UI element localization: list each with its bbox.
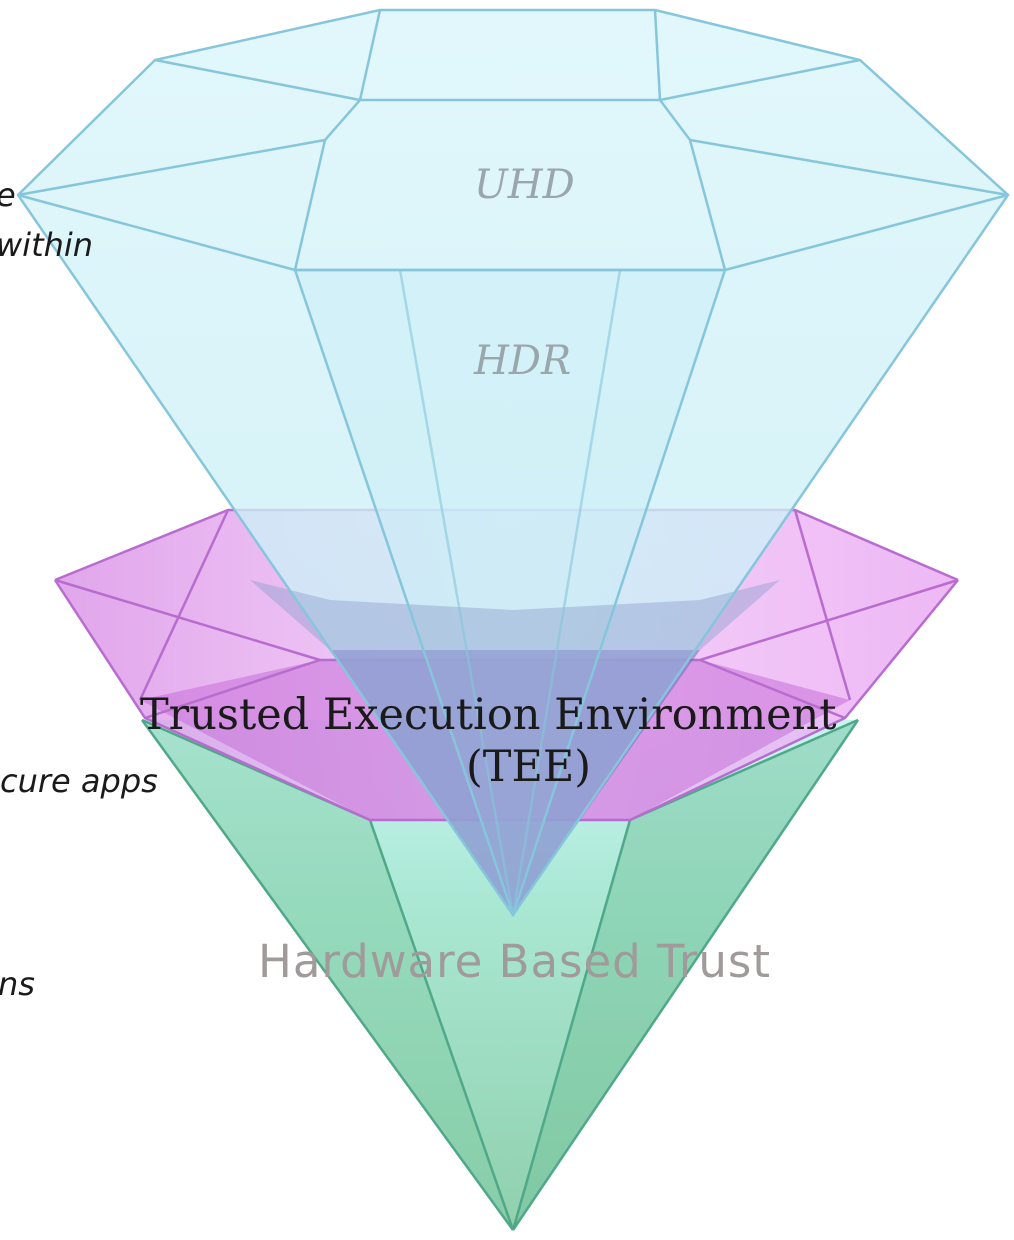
hardware-trust-label: Hardware Based Trust	[258, 935, 772, 988]
tee-label-line1: Trusted Execution Environment	[140, 690, 837, 740]
media-diamond	[16, 8, 1010, 918]
hdr-label: HDR	[474, 338, 572, 384]
hardware-trust-pyramid	[140, 718, 860, 1231]
side-text-fragment: within	[0, 226, 94, 264]
tee-label-line2: (TEE)	[466, 742, 592, 792]
side-text-fragment: e	[0, 176, 16, 214]
uhd-label: UHD	[474, 162, 575, 208]
side-text-fragment: ns	[0, 965, 35, 1003]
side-text-fragment: cure apps	[0, 762, 158, 800]
